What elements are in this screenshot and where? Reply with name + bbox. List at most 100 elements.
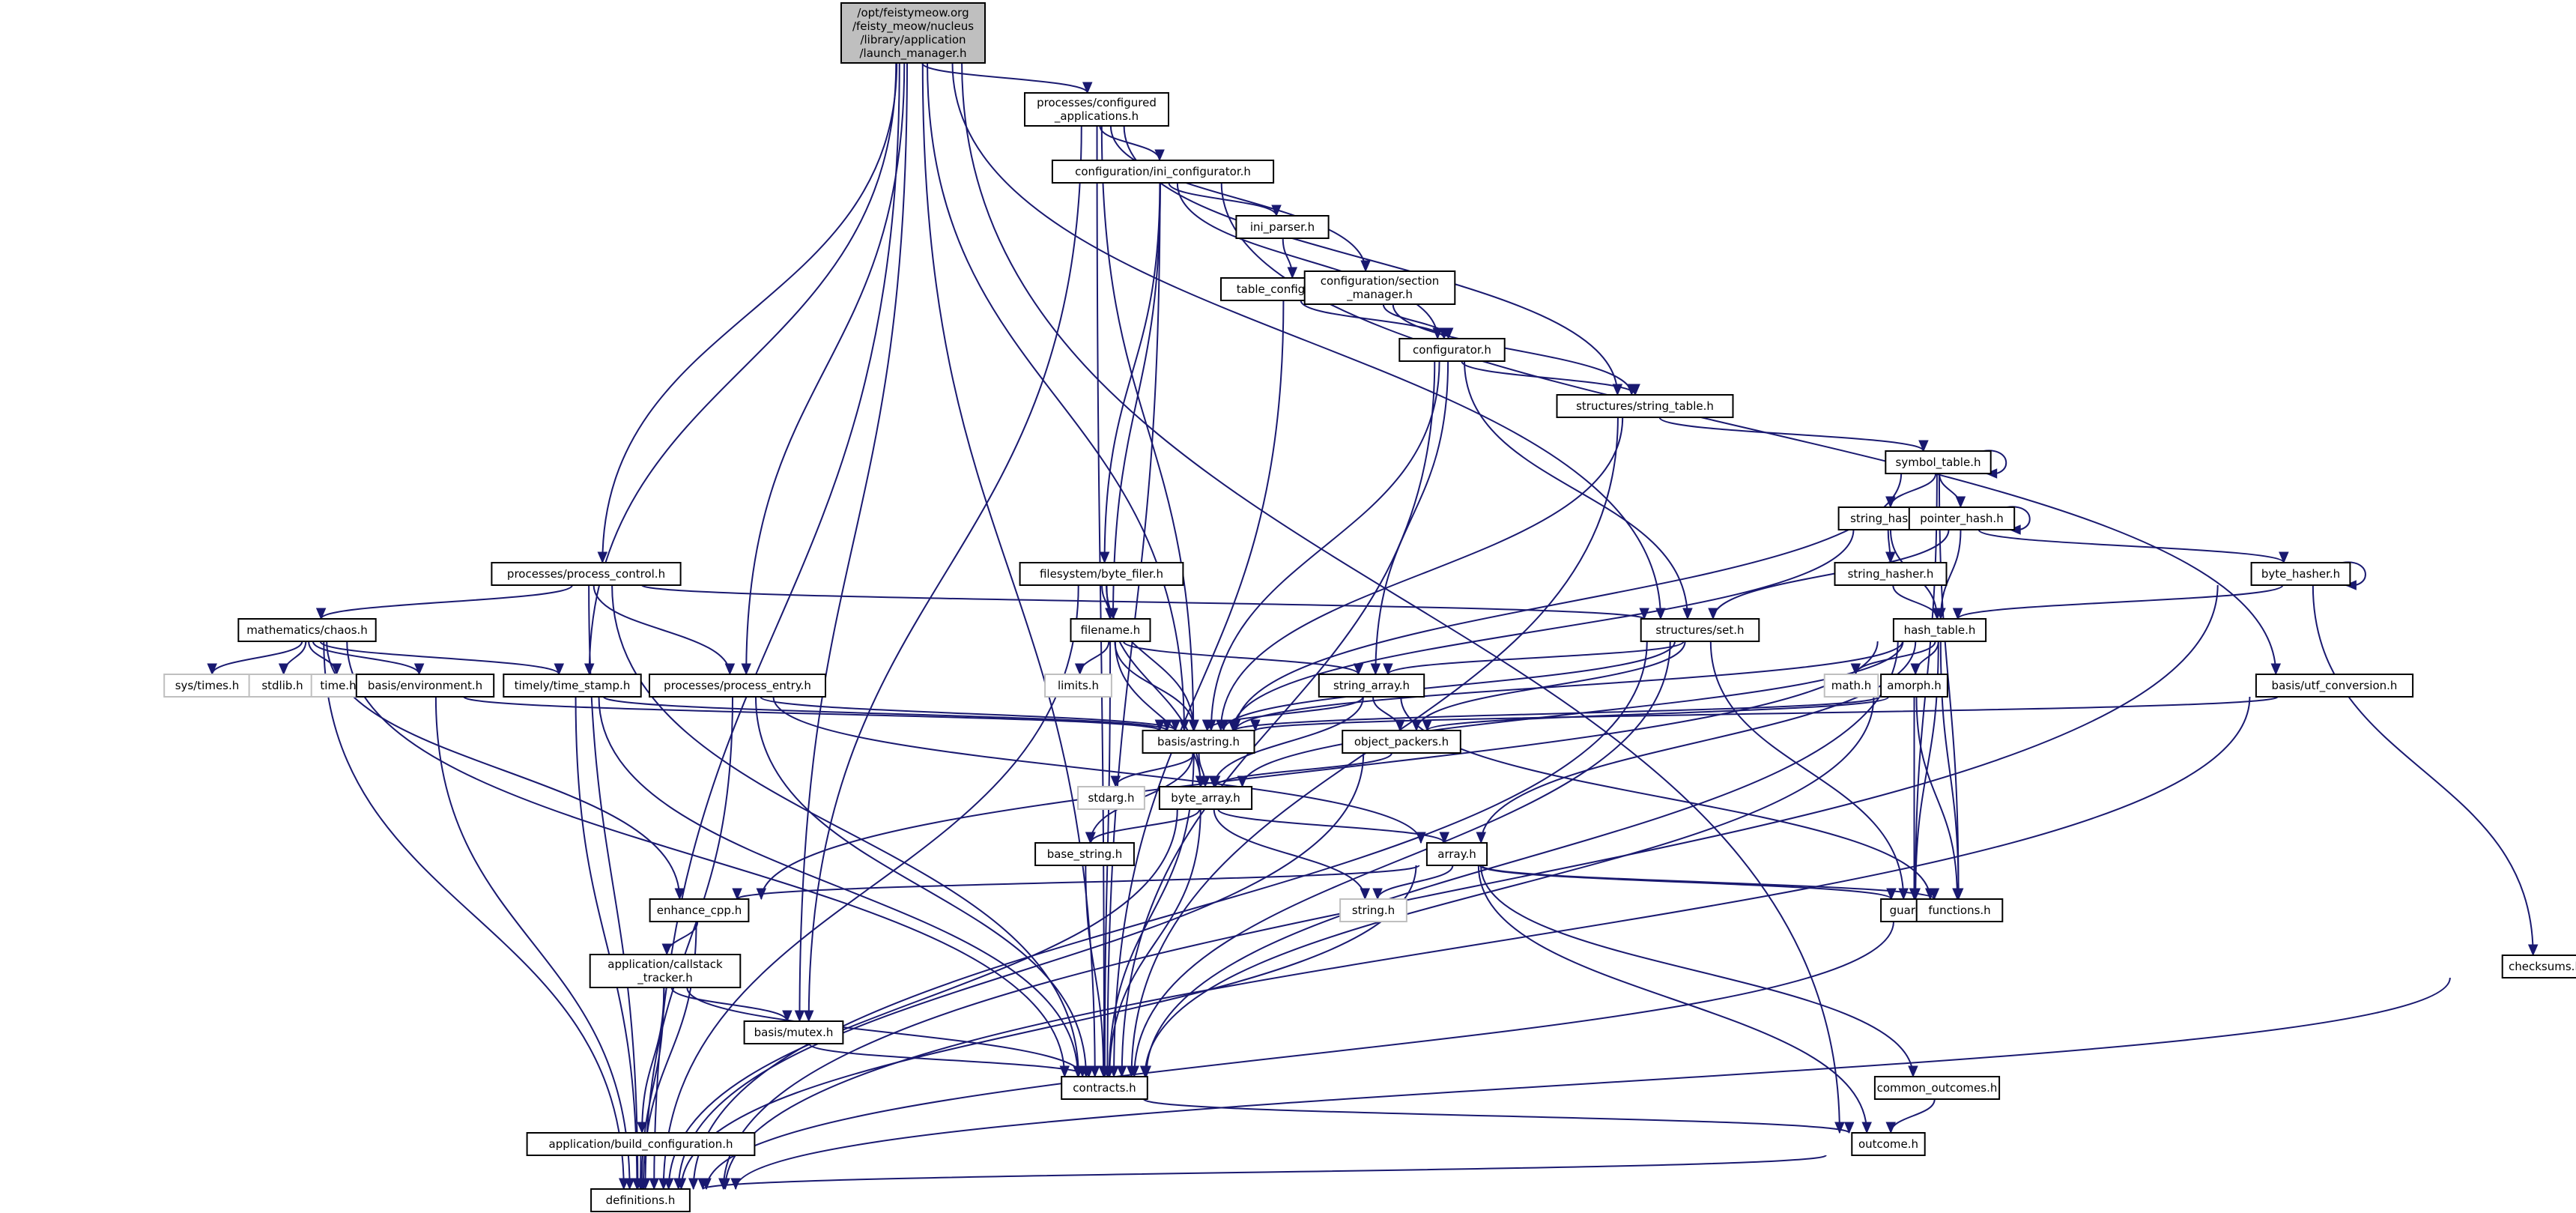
node-label: basis/mutex.h: [754, 1026, 834, 1039]
edge-byte_array-to-base_string: [1090, 808, 1201, 844]
node-mutex[interactable]: basis/mutex.h: [743, 1020, 844, 1044]
edge-array-to-string_h: [1377, 865, 1454, 900]
edge-functions-to-definitions: [706, 921, 1894, 1190]
arrowhead-icon: [1250, 719, 1261, 732]
node-common-outcomes[interactable]: common_outcomes.h: [1873, 1076, 2001, 1100]
node-label: string_hasher.h: [1848, 567, 1934, 581]
node-time-stamp[interactable]: timely/time_stamp.h: [503, 674, 642, 698]
edge-set-to-string_array: [1387, 641, 1685, 675]
node-astring[interactable]: basis/astring.h: [1142, 730, 1255, 754]
edge-byte_hasher-to-definitions: [722, 584, 2219, 1190]
edge-amorph-to-object_packers: [1426, 696, 1890, 731]
edge-time_stamp-to-contracts: [598, 696, 1079, 1077]
arrowhead-icon: [732, 888, 742, 901]
node-configurator[interactable]: configurator.h: [1398, 338, 1506, 362]
arrowhead-icon: [2270, 663, 2282, 676]
node-utf-conversion[interactable]: basis/utf_conversion.h: [2255, 674, 2414, 698]
arrowhead-icon: [1843, 1122, 1855, 1134]
node-label: /opt/feistymeow.org: [857, 6, 969, 19]
node-contracts[interactable]: contracts.h: [1061, 1076, 1148, 1100]
node-hash-table[interactable]: hash_table.h: [1892, 618, 1987, 642]
arrowhead-icon: [1110, 775, 1121, 788]
node-box: [1425, 842, 1488, 866]
node-filename[interactable]: filename.h: [1070, 618, 1151, 642]
node-box: [649, 898, 750, 922]
node-label: common_outcomes.h: [1877, 1081, 1998, 1095]
edge-array-to-enhance_cpp: [736, 865, 1420, 900]
node-definitions[interactable]: definitions.h: [590, 1188, 691, 1212]
node-ini-parser[interactable]: ini_parser.h: [1235, 215, 1330, 239]
node-callstack-tracker[interactable]: application/callstack_tracker.h: [589, 954, 742, 988]
node-process-control[interactable]: processes/process_control.h: [491, 562, 682, 586]
arrowhead-icon: [1082, 82, 1093, 94]
node-root[interactable]: /opt/feistymeow.org/feisty_meow/nucleus/…: [840, 2, 986, 64]
node-label: application/build_configuration.h: [549, 1137, 733, 1152]
node-symbol-table[interactable]: symbol_table.h: [1885, 450, 1992, 474]
node-box: [2250, 562, 2351, 586]
node-checksums[interactable]: checksums.h: [2501, 955, 2576, 978]
node-functions[interactable]: functions.h: [1915, 898, 2004, 922]
arrowhead-icon: [1201, 719, 1213, 732]
node-box: [163, 674, 251, 698]
node-byte-filer[interactable]: filesystem/byte_filer.h: [1019, 562, 1184, 586]
node-set[interactable]: structures/set.h: [1640, 618, 1760, 642]
node-pointer-hash[interactable]: pointer_hash.h: [1908, 506, 2016, 530]
arrowhead-icon: [1476, 832, 1486, 844]
arrowhead-icon: [1271, 205, 1282, 217]
node-ini-configurator[interactable]: configuration/ini_configurator.h: [1051, 160, 1275, 184]
arrowhead-icon: [1129, 1065, 1140, 1078]
edge-configured_applications-to-section_manager: [1109, 125, 1367, 272]
edge-array-to-definitions: [680, 865, 1417, 1190]
node-base-string[interactable]: base_string.h: [1034, 842, 1135, 866]
node-string-array[interactable]: string_array.h: [1318, 674, 1425, 698]
node-box: [649, 674, 826, 698]
node-box: [1235, 215, 1330, 239]
node-label: outcome.h: [1858, 1137, 1918, 1151]
edge-amorph-to-functions: [1915, 696, 1958, 900]
node-amorph[interactable]: amorph.h: [1880, 674, 1948, 698]
node-build-configuration[interactable]: application/build_configuration.h: [526, 1132, 756, 1156]
edge-environment-to-astring: [463, 696, 1161, 731]
node-array[interactable]: array.h: [1425, 842, 1488, 866]
arrowhead-icon: [2527, 944, 2539, 957]
node-process-entry[interactable]: processes/process_entry.h: [649, 674, 826, 698]
edge-amorph-to-astring: [1233, 696, 1879, 731]
node-box: [1873, 1076, 2001, 1100]
node-object-packers[interactable]: object_packers.h: [1342, 730, 1461, 754]
edge-process_control-to-set: [640, 584, 1646, 620]
edge-process_control-to-chaos: [320, 584, 573, 620]
node-string-hasher[interactable]: string_hasher.h: [1834, 562, 1948, 586]
node-box: [1051, 160, 1275, 184]
arrowhead-icon: [1861, 1122, 1872, 1134]
node-string-table[interactable]: structures/string_table.h: [1556, 394, 1734, 418]
node-box: [1640, 618, 1760, 642]
node-configured-applications[interactable]: processes/configured_applications.h: [1024, 92, 1169, 127]
arrowhead-icon: [1885, 551, 1896, 564]
node-byte-array[interactable]: byte_array.h: [1158, 786, 1253, 810]
arrowhead-icon: [803, 1010, 814, 1023]
arrowhead-icon: [1908, 1065, 1918, 1078]
node-label: limits.h: [1058, 679, 1099, 692]
arrowhead-icon: [1083, 1065, 1094, 1078]
edge-chaos-to-stdlib: [282, 641, 307, 675]
node-enhance-cpp[interactable]: enhance_cpp.h: [649, 898, 750, 922]
edge-pointer_hash-to-set: [1712, 529, 1950, 620]
edge-root-to-set: [951, 62, 1661, 620]
node-chaos[interactable]: mathematics/chaos.h: [237, 618, 377, 642]
node-section-manager[interactable]: configuration/section_manager.h: [1303, 270, 1456, 305]
node-environment[interactable]: basis/environment.h: [355, 674, 495, 698]
node-box: [1892, 618, 1987, 642]
arrowhead-icon: [794, 1010, 805, 1023]
node-byte-hasher[interactable]: byte_hasher.h: [2250, 562, 2351, 586]
arrowhead-icon: [207, 663, 217, 676]
node-label: sys/times.h: [175, 679, 240, 692]
edge-configurator-to-astring: [1210, 360, 1440, 731]
node-outcome[interactable]: outcome.h: [1851, 1132, 1926, 1156]
node-label: string_hash.h: [1850, 512, 1926, 526]
node-box: [1398, 338, 1506, 362]
arrowhead-icon: [1360, 888, 1371, 901]
node-label: _applications.h: [1054, 109, 1139, 124]
arrowhead-icon: [720, 1178, 730, 1191]
arrowhead-icon: [1200, 775, 1210, 788]
